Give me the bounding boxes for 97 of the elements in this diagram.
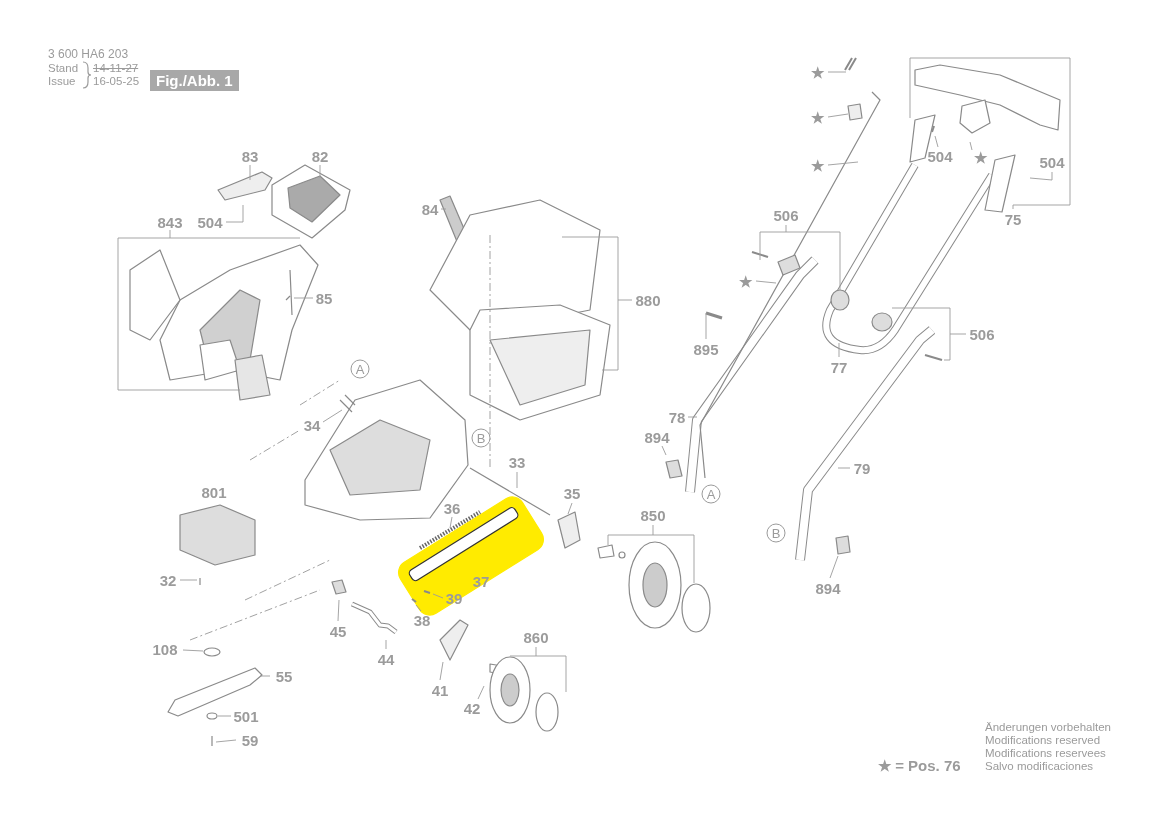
leader-line [516,471,518,489]
date-text: 14-11-27 [93,63,139,75]
part-number: 3 600 HA6 203 [48,48,129,60]
legend-note: ★ = Pos. 76 [878,758,961,773]
leader-line [322,409,343,423]
connection-marker: B [766,523,786,543]
callout-number: 85 [315,290,333,306]
note-text: Salvo modificaciones [985,761,1094,773]
callout-number: 78 [668,409,686,425]
leader-line [567,502,573,515]
callout-number: 860 [523,629,549,645]
leader-line [217,715,232,717]
leader-line [249,164,251,181]
callout-number: 506 [773,207,799,223]
callout-number: ★ [973,149,987,165]
callout-number: 39 [445,590,463,606]
callout-number: 880 [635,292,661,308]
status-label: Issue [48,76,76,88]
figure-number-tag: Fig./Abb. 1 [150,70,239,91]
callout-number: 504 [1039,154,1065,170]
callout-number: ★ [810,109,824,125]
callout-number: 38 [413,612,431,628]
leader-line [415,604,422,612]
callout-number: 84 [421,201,439,217]
leader-line [319,164,321,179]
leader-line [225,204,244,223]
callout-number: 36 [443,500,461,516]
note-text: Modifications reserved [985,735,1101,747]
leader-line [687,416,698,418]
leader-line [705,312,707,340]
callout-number: 894 [815,580,841,596]
callout-number: ★ [810,64,824,80]
callout-number: 32 [159,572,177,588]
leader-line [449,516,453,529]
leader-line [837,467,851,469]
callout-number: 37 [472,573,490,589]
leader-line [827,71,847,73]
leader-line [661,445,667,456]
callout-number: 33 [508,454,526,470]
callout-number: 850 [640,507,666,523]
callout-number: 501 [233,708,259,724]
note-text: Modifications reservees [985,748,1106,760]
callout-number: 75 [1004,211,1022,227]
callout-number: 42 [463,700,481,716]
callout-number: 82 [311,148,329,164]
leader-line [891,307,967,361]
callout-number: 504 [927,148,953,164]
leader-line [477,685,485,700]
callout-number: 506 [969,326,995,342]
leader-line [385,639,387,650]
leader-line [1029,171,1053,181]
callout-number: ★ [810,157,824,173]
note-text: Änderungen vorbehalten [985,722,1111,734]
callout-number: 895 [693,341,719,357]
leader-line [215,739,237,743]
callout-number: 83 [241,148,259,164]
leader-line [755,280,777,284]
callout-number: 35 [563,485,581,501]
leader-line [909,57,1071,210]
date-text: 16-05-25 [93,76,140,88]
callout-number: 79 [853,460,871,476]
callout-number: 44 [377,651,395,667]
callout-number: 34 [303,417,321,433]
callout-number: 45 [329,623,347,639]
leader-line [838,342,840,358]
leader-line [561,236,633,371]
leader-line [293,297,314,299]
leader-line [259,675,271,677]
leader-line [759,224,841,291]
leader-line [607,524,695,584]
leader-line [182,649,204,652]
callout-number: 801 [201,484,227,500]
leader-line [439,661,444,681]
leader-line [827,113,849,118]
leader-line [934,135,939,148]
leader-line [440,208,447,210]
callout-number: 59 [241,732,259,748]
callout-number: ★ [738,273,752,289]
callout-number: 894 [644,429,670,445]
leader-line [829,555,839,579]
leader-line [432,593,444,599]
leader-line [337,599,340,622]
callout-number: 843 [157,214,183,230]
connection-marker: A [701,484,721,504]
leader-line [179,579,198,581]
leader-line [969,141,973,151]
status-label: Stand [48,63,79,75]
leader-line [117,229,301,391]
connection-marker: A [350,359,370,379]
callout-number: 41 [431,682,449,698]
leader-line [827,161,859,166]
callout-number: 504 [197,214,223,230]
connection-marker: B [471,428,491,448]
callout-number: 55 [275,668,293,684]
callout-number: 108 [152,641,178,657]
leader-line [509,646,567,693]
callout-number: 77 [830,359,848,375]
